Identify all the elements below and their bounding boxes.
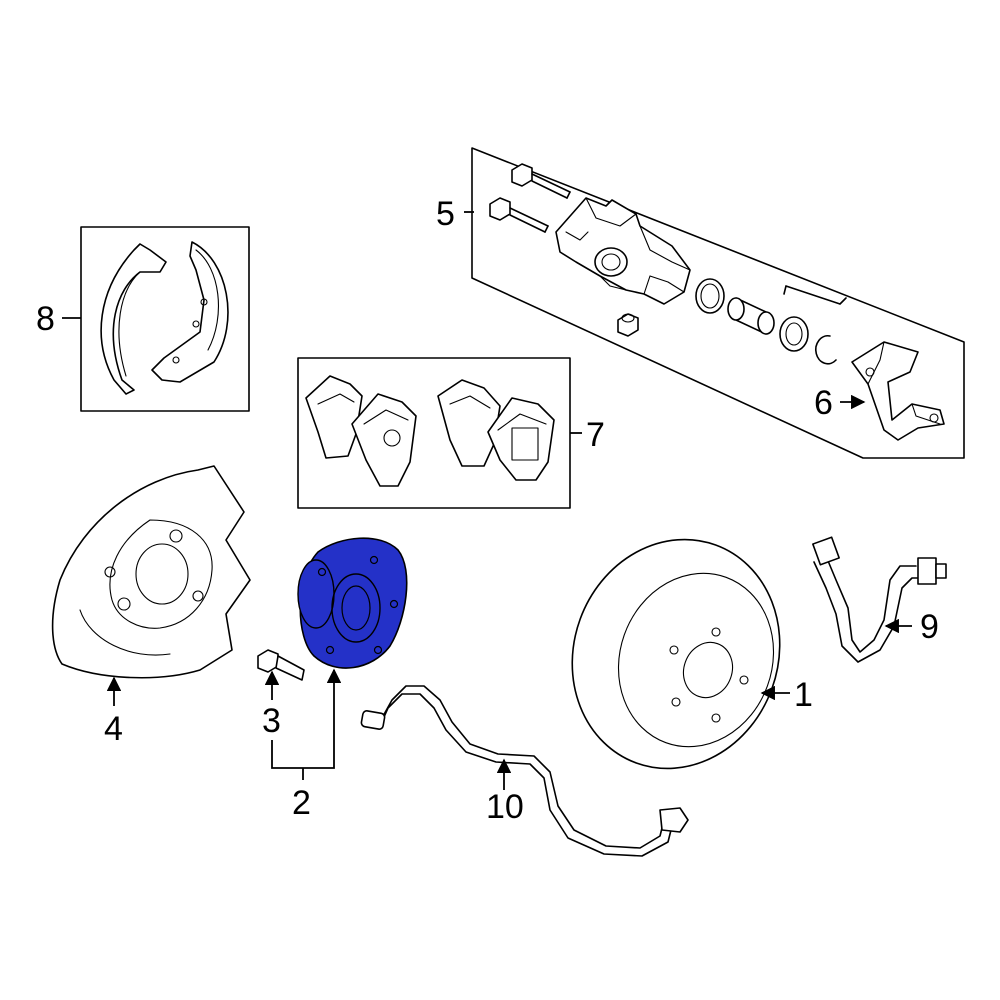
leader-lines [62, 211, 912, 790]
callout-5: 5 [436, 195, 455, 233]
hub-bolt [257, 649, 305, 681]
callout-7: 7 [586, 416, 605, 454]
brake-pad-2 [351, 393, 417, 487]
caliper-bolt-upper [511, 163, 571, 199]
brake-pad-3 [437, 379, 501, 467]
brake-shoe-right [151, 241, 229, 383]
callout-8: 8 [36, 300, 55, 338]
brake-shoes-group [80, 226, 250, 412]
caliper-body [555, 197, 691, 305]
callout-10: 10 [486, 788, 524, 826]
caliper-bracket [851, 341, 945, 441]
snap-ring [815, 334, 837, 365]
callout-6: 6 [814, 384, 833, 422]
brake-rotor [571, 538, 781, 770]
piston-boot [779, 316, 809, 352]
callout-2: 2 [292, 784, 311, 822]
caliper-bolt-lower [489, 197, 549, 233]
callout-3: 3 [262, 702, 281, 740]
piston-seal [695, 278, 725, 314]
hub-bore [331, 573, 381, 643]
hub-barrel [297, 559, 335, 629]
callout-1: 1 [794, 676, 813, 714]
brake-hose [812, 536, 947, 663]
caliper-piston [727, 297, 775, 335]
brake-pad-4 [487, 397, 555, 481]
backing-plate [51, 465, 251, 679]
callout-9: 9 [920, 608, 939, 646]
bleeder-valve [617, 313, 639, 337]
brake-shoes-box [80, 226, 250, 412]
brake-pads-group [297, 357, 571, 509]
callout-4: 4 [104, 710, 123, 748]
retaining-clip [783, 285, 847, 305]
caliper-kit-group [471, 147, 965, 459]
caliper-kit-box [471, 147, 965, 459]
abs-sensor-harness [360, 685, 689, 857]
wheel-hub [297, 537, 408, 669]
brake-pad-1 [305, 375, 363, 459]
brake-shoe-left [100, 243, 167, 395]
